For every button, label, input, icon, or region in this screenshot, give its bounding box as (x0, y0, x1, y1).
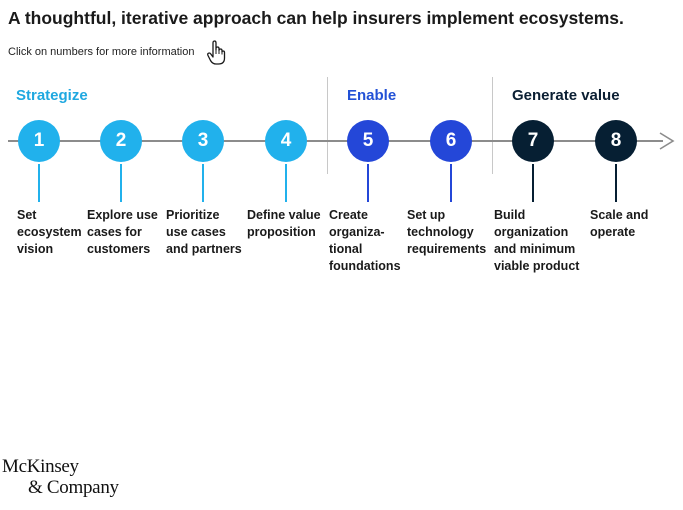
step-8-button[interactable]: 8 (595, 120, 637, 162)
page-title: A thoughtful, iterative approach can hel… (8, 8, 624, 28)
phase-divider (327, 77, 328, 174)
step-4-label: Define value proposition (247, 208, 321, 239)
step-1-label: Set ecosystem vision (17, 208, 82, 256)
phase-heading-generate-value: Generate value (512, 87, 620, 104)
step-2-label: Explore use cases for customers (87, 208, 158, 256)
logo-line-2: & Company (28, 477, 119, 498)
step-connector (202, 164, 204, 202)
step-connector (285, 164, 287, 202)
step-connector (120, 164, 122, 202)
phase-divider (492, 77, 493, 174)
step-5-label: Create organiza-tional foundations (329, 208, 401, 273)
step-7-button[interactable]: 7 (512, 120, 554, 162)
step-2-button[interactable]: 2 (100, 120, 142, 162)
step-5-button[interactable]: 5 (347, 120, 389, 162)
timeline: 1 2 3 4 5 6 7 8 (0, 118, 683, 178)
step-connector (367, 164, 369, 202)
step-3-button[interactable]: 3 (182, 120, 224, 162)
step-6-button[interactable]: 6 (430, 120, 472, 162)
step-1-button[interactable]: 1 (18, 120, 60, 162)
step-connector (450, 164, 452, 202)
timeline-axis (8, 140, 663, 142)
step-6-label: Set up technology requirements (407, 208, 487, 256)
step-4-button[interactable]: 4 (265, 120, 307, 162)
logo-line-1: McKinsey (2, 456, 79, 477)
step-8-label: Scale and operate (590, 208, 649, 239)
phase-heading-enable: Enable (347, 87, 397, 104)
arrow-right-icon (659, 132, 675, 150)
step-3-label: Prioritize use cases and partners (166, 208, 242, 256)
step-connector (615, 164, 617, 202)
mckinsey-logo: McKinsey & Company (2, 456, 119, 498)
pointing-hand-icon (207, 40, 226, 65)
phase-heading-strategize: Strategize (16, 87, 88, 104)
step-connector (532, 164, 534, 202)
instruction-text: Click on numbers for more information (8, 46, 195, 58)
step-7-label: Build organization and minimum viable pr… (494, 208, 580, 273)
step-connector (38, 164, 40, 202)
